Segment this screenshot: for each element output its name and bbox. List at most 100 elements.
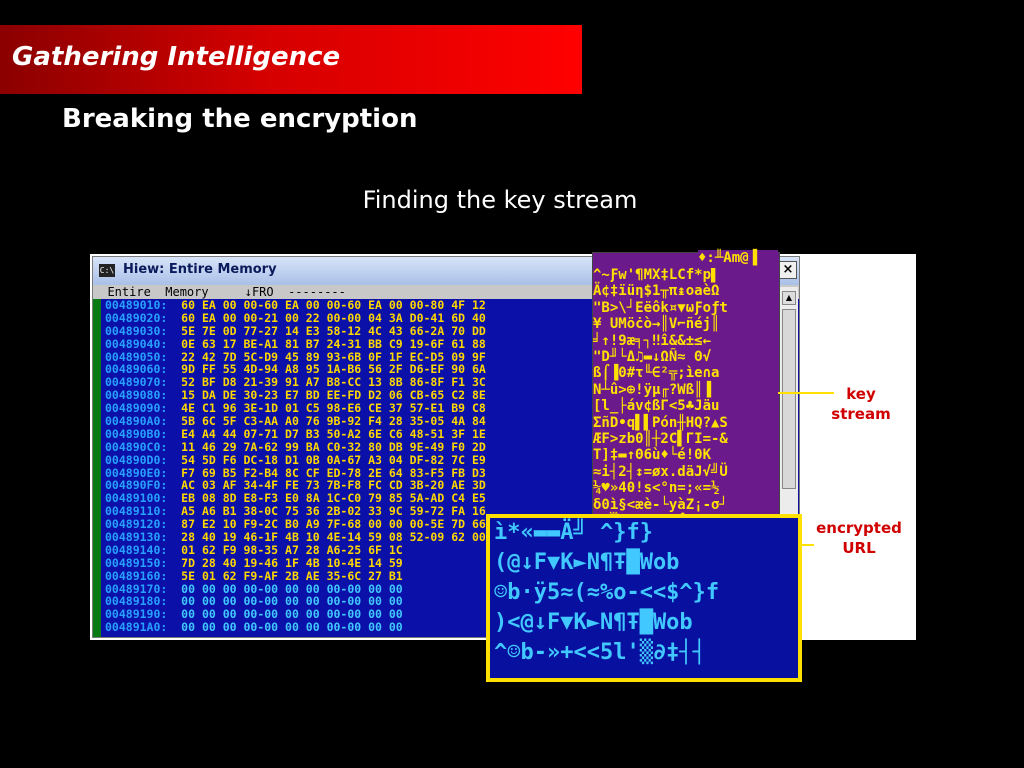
hex-row[interactable]: 00489070: 52 BF D8 21-39 91 A7 B8-CC 13 …	[105, 376, 785, 389]
hex-row-address: 004890B0:	[105, 426, 168, 441]
hex-row[interactable]: 00489180: 00 00 00 00-00 00 00 00-00 00 …	[105, 595, 785, 608]
hex-row[interactable]: 004890D0: 54 5D F6 DC-18 D1 0B 0A-67 A3 …	[105, 452, 785, 467]
key-stream-row: "D╜└Δ♫▬↓ΩÑ≈ Θ√	[593, 349, 712, 366]
hex-row-bytes: A5 A6 B1 38-0C 75 36 2B-02 33 9C 59-72 F…	[181, 504, 486, 519]
encrypted-url-callout-line1: encrypted	[816, 519, 902, 537]
hex-row[interactable]: 00489060: 9D FF 55 4D-94 A8 95 1A-B6 56 …	[105, 363, 785, 376]
hex-row-bytes: AC 03 AF 34-4F FE 73 7B-F8 FC CD 3B-20 A…	[181, 478, 486, 493]
hex-row[interactable]: 004890B0: E4 A4 44 07-71 D7 B3 50-A2 6E …	[105, 426, 785, 441]
hex-row-address: 00489080:	[105, 388, 168, 403]
hex-row[interactable]: 004890A0: 5B 6C 5F C3-AA A0 76 9B-92 F4 …	[105, 415, 785, 428]
hex-row-bytes: 5E 01 62 F9-AF 2B AE 35-6C 27 B1	[181, 568, 403, 583]
hex-row[interactable]: 00489050: 22 42 7D 5C-D9 45 89 93-6B 0F …	[105, 349, 785, 364]
scroll-up-button[interactable]: ▲	[782, 291, 796, 305]
hex-row-address: 004890F0:	[105, 478, 168, 493]
hex-row-bytes: 4E C1 96 3E-1D 01 C5 98-E6 CE 37 57-E1 B…	[181, 401, 486, 416]
hiew-left-bar	[93, 299, 101, 637]
hex-row[interactable]: 00489090: 4E C1 96 3E-1D 01 C5 98-E6 CE …	[105, 402, 785, 415]
hex-row-address: 00489150:	[105, 555, 168, 570]
encrypted-url-callout-line2: URL	[842, 539, 876, 557]
hex-row-bytes: 60 EA 00 00-60 EA 00 00-60 EA 00 00-80 4…	[181, 299, 486, 312]
hex-row-address: 00489050:	[105, 349, 168, 364]
hex-row[interactable]: 00489020: 60 EA 00 00-21 00 22 00-00 04 …	[105, 310, 785, 325]
hex-row[interactable]: 004891A0: 00 00 00 00-00 00 00 00-00 00 …	[105, 621, 785, 634]
hex-row-bytes: 9D FF 55 4D-94 A8 95 1A-B6 56 2F D6-EF 9…	[181, 362, 486, 377]
hex-row-bytes: 00 00 00 00-00 00 00 00-00 00 00	[181, 607, 403, 622]
hex-row-bytes: E4 A4 44 07-71 D7 B3 50-A2 6E C6 48-51 3…	[181, 426, 486, 441]
encrypted-url-callout: encrypted URL	[812, 518, 906, 558]
hex-row-address: 00489190:	[105, 607, 168, 622]
close-button[interactable]: ×	[779, 261, 797, 279]
hex-row[interactable]: 004890C0: 11 46 29 7A-62 99 BA C0-32 80 …	[105, 439, 785, 454]
hex-row-bytes: 54 5D F6 DC-18 D1 0B 0A-67 A3 04 DF-82 7…	[181, 452, 486, 467]
hex-row-bytes: EB 08 8D E8-F3 E0 8A 1C-C0 79 85 5A-AD C…	[181, 491, 486, 506]
hex-row[interactable]: 00489040: 0E 63 17 BE-A1 81 B7 24-31 BB …	[105, 336, 785, 351]
scroll-thumb[interactable]	[782, 309, 796, 489]
hex-row-address: 00489140:	[105, 542, 168, 557]
encrypted-url-box: ì*«▬▬Ä╝ ^}f} (@↓F▼K►N¶Ŧ█Wob ☺b·ÿ5≈(≈%o-<<$…	[486, 514, 802, 682]
key-stream-callout-line	[778, 392, 834, 394]
hex-dump[interactable]: 00489010: 60 EA 00 00-60 EA 00 00-60 EA …	[105, 299, 785, 635]
slide-caption: Finding the key stream	[362, 186, 638, 214]
hex-row-bytes: 5B 6C 5F C3-AA A0 76 9B-92 F4 28 35-05 4…	[181, 414, 486, 429]
hex-row-address: 00489070:	[105, 375, 168, 390]
hex-row-address: 00489030:	[105, 323, 168, 338]
slide-title-bar: Gathering Intelligence	[0, 25, 582, 94]
key-stream-row: ╛↑!9æ╕┐‼î&&±≤←	[593, 332, 712, 349]
key-stream-callout: key stream	[826, 384, 896, 424]
hex-row-bytes: F7 69 B5 F2-B4 8C CF ED-78 2E 64 83-F5 F…	[181, 465, 486, 480]
hex-row-bytes: 5E 7E 0D 77-27 14 E3 58-12 4C 43 66-2A 7…	[181, 323, 486, 338]
hex-row-address: 004890E0:	[105, 465, 168, 480]
key-stream-row: "B>\┘Eëôk¤▼ωƑoƒt	[593, 299, 728, 316]
key-stream-callout-line1: key	[846, 385, 876, 403]
hex-row-address: 00489090:	[105, 401, 168, 416]
key-stream-row: ¼♥»40!s<°n=;«=½	[593, 480, 720, 497]
key-stream-row: ß⌠▐0#τ╙∈²╦;ìe∩a	[593, 365, 720, 382]
hex-row-address: 00489170:	[105, 581, 168, 596]
hex-row-address: 004890A0:	[105, 414, 168, 429]
hex-row-address: 004890C0:	[105, 439, 168, 454]
encrypted-url-row: (@↓F▼K►N¶Ŧ█Wob	[494, 550, 680, 575]
encrypted-url-row: ì*«▬▬Ä╝ ^}f}	[494, 520, 653, 545]
hiew-window-title: Hiew: Entire Memory	[123, 262, 277, 277]
hex-row[interactable]: 00489150: 7D 28 40 19-46 1F 4B 10-4E 14 …	[105, 555, 785, 570]
encrypted-url-row: ☺b·ÿ5≈(≈%o-<<$^}f	[494, 580, 720, 605]
hex-row-address: 00489040:	[105, 336, 168, 351]
key-stream-top: ♦:╨Am@▐	[698, 250, 778, 268]
key-stream-row: [l_├áv¢ßΓ<5♣Jäu	[593, 398, 720, 415]
hex-row-address: 00489130:	[105, 530, 168, 545]
hex-row-bytes: 00 00 00 00-00 00 00 00-00 00 00	[181, 581, 403, 596]
key-stream-row: Ä¢‡ïüη$1╥π↨oaèΩ	[593, 283, 720, 300]
hex-row[interactable]: 00489110: A5 A6 B1 38-0C 75 36 2B-02 33 …	[105, 505, 785, 518]
hex-row-bytes: 00 00 00 00-00 00 00 00-00 00 00	[181, 620, 403, 635]
key-stream-row: ≈i┤2┤↕=øx.däJ√╝Ü	[593, 463, 728, 480]
encrypted-url-row: )<@↓F▼K►N¶Ŧ█Wob	[494, 610, 693, 635]
hex-row[interactable]: 00489190: 00 00 00 00-00 00 00 00-00 00 …	[105, 608, 785, 621]
hex-row[interactable]: 00489170: 00 00 00 00-00 00 00 00-00 00 …	[105, 581, 785, 596]
hex-row[interactable]: 004890F0: AC 03 AF 34-4F FE 73 7B-F8 FC …	[105, 479, 785, 492]
hex-row[interactable]: 00489100: EB 08 8D E8-F3 E0 8A 1C-C0 79 …	[105, 492, 785, 505]
hex-row-address: 004890D0:	[105, 452, 168, 467]
hex-row-bytes: 11 46 29 7A-62 99 BA C0-32 80 DB 9E-49 F…	[181, 439, 486, 454]
hex-row-bytes: 7D 28 40 19-46 1F 4B 10-4E 14 59	[181, 555, 403, 570]
hex-row-bytes: 00 00 00 00-00 00 00 00-00 00 00	[181, 594, 403, 609]
key-stream-callout-line2: stream	[831, 405, 891, 423]
hex-row[interactable]: 00489030: 5E 7E 0D 77-27 14 E3 58-12 4C …	[105, 323, 785, 338]
slide-subtitle: Breaking the encryption	[62, 104, 418, 134]
key-stream-row: N┴û>⊕!ÿµ╓?Wß║▐	[593, 381, 712, 398]
hex-row[interactable]: 00489120: 87 E2 10 F9-2C B0 A9 7F-68 00 …	[105, 518, 785, 531]
hex-row[interactable]: 00489010: 60 EA 00 00-60 EA 00 00-60 EA …	[105, 299, 785, 312]
hex-row-address: 00489180:	[105, 594, 168, 609]
hex-row-address: 004891A0:	[105, 620, 168, 635]
hex-row[interactable]: 00489130: 28 40 19 46-1F 4B 10 4E-14 59 …	[105, 531, 785, 544]
hex-row-address: 00489010:	[105, 299, 168, 312]
hex-row[interactable]: 00489080: 15 DA DE 30-23 E7 BD EE-FD D2 …	[105, 389, 785, 402]
hex-row[interactable]: 00489160: 5E 01 62 F9-AF 2B AE 35-6C 27 …	[105, 568, 785, 583]
hex-row[interactable]: 00489140: 01 62 F9 98-35 A7 28 A6-25 6F …	[105, 542, 785, 557]
hex-row-address: 00489160:	[105, 568, 168, 583]
hex-row-address: 00489020:	[105, 310, 168, 325]
hex-row-bytes: 87 E2 10 F9-2C B0 A9 7F-68 00 00 00-5E 7…	[181, 517, 486, 532]
slide-title: Gathering Intelligence	[12, 42, 341, 72]
hex-row[interactable]: 004890E0: F7 69 B5 F2-B4 8C CF ED-78 2E …	[105, 465, 785, 480]
encrypted-url-callout-line	[800, 544, 814, 546]
